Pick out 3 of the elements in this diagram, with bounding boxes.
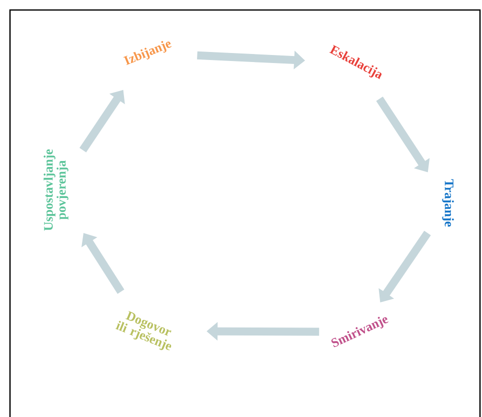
stage-label: Trajanje	[442, 179, 454, 227]
stage-label: Uspostavljanje povjerenja	[44, 149, 68, 231]
block-arrow	[81, 233, 124, 294]
